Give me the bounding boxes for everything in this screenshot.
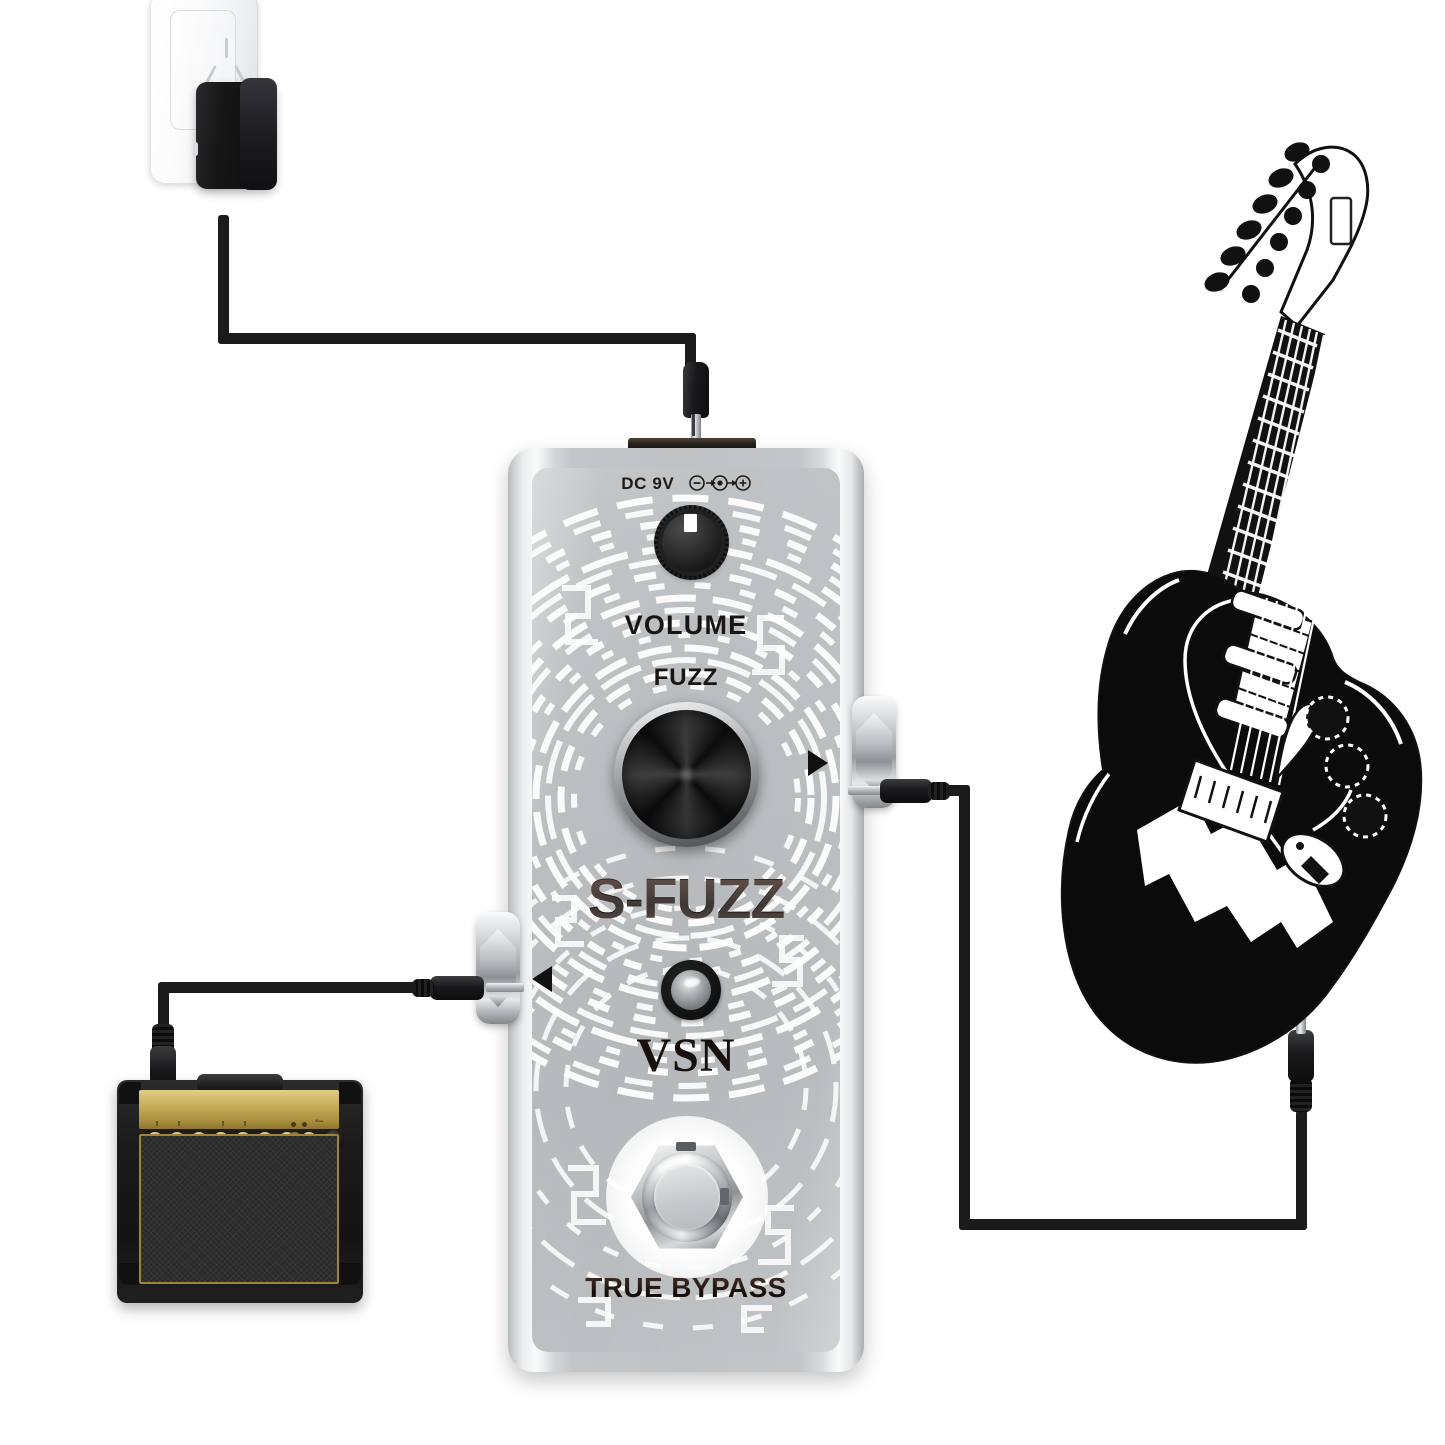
amp-brand-mark: ■▬ <box>315 1118 324 1124</box>
amp-cable-plug-barrel <box>430 976 484 1000</box>
guitar-body <box>1060 569 1423 1064</box>
pedal-dc-socket[interactable] <box>628 438 756 451</box>
footswitch-notch-right <box>720 1188 729 1205</box>
amp-control-panel: ■▬ <box>139 1090 343 1148</box>
guitar-cable-plug-tip <box>848 786 886 795</box>
sub-brand-name: VSN <box>636 1029 736 1082</box>
dc-plug-tip <box>691 414 701 440</box>
amp-cable-strain-relief <box>412 979 434 997</box>
brand-name: S-FUZZ <box>508 866 864 932</box>
guitar-cable-seg-b <box>959 785 970 1230</box>
polarity-icon <box>688 475 751 491</box>
fuzz-label: FUZZ <box>653 664 719 691</box>
power-adapter-notch <box>193 142 198 156</box>
amp-knob-tick <box>149 1121 165 1126</box>
power-adapter-front <box>240 78 277 190</box>
output-jack-nut <box>480 929 516 1007</box>
guitar-headstock <box>1204 142 1370 329</box>
status-led <box>671 970 711 1010</box>
output-arrow-icon <box>532 966 552 992</box>
sfuzz-pedal: DC 9V VOLUME FUZZ <box>476 438 896 1372</box>
output-jack-left[interactable] <box>476 912 520 1024</box>
guitar-cable-seg-c <box>959 1219 1307 1230</box>
guitar-plug-strain-relief <box>1290 1078 1312 1112</box>
wall-outlet-group <box>140 0 340 232</box>
volume-label: VOLUME <box>624 610 748 640</box>
footswitch-button[interactable] <box>654 1164 720 1230</box>
amp-indicator-led-1 <box>291 1122 296 1127</box>
power-cable-drop <box>685 333 696 369</box>
electric-guitar <box>1045 130 1435 1130</box>
guitar-cable-seg-a <box>946 785 970 796</box>
amp-speaker-grille <box>139 1134 339 1284</box>
amp-knob-tick <box>171 1121 187 1126</box>
volume-knob-pointer <box>684 514 697 532</box>
guitar-neck <box>1205 316 1326 608</box>
amp-indicator-led-2 <box>302 1122 307 1127</box>
power-cable-horizontal <box>218 333 696 344</box>
dc-barrel-plug <box>683 356 709 440</box>
guitar-cable-strain-relief <box>928 782 950 800</box>
guitar-cable-plug-barrel <box>880 779 932 803</box>
amp-corner-bottom-left <box>119 1263 141 1285</box>
amp-corner-bottom-right <box>339 1263 361 1285</box>
dc-plug-barrel <box>683 362 709 418</box>
true-bypass-label: TRUE BYPASS <box>508 1272 864 1304</box>
guitar-output-jack <box>1280 832 1346 888</box>
guitar-amplifier: ■▬ <box>117 1064 363 1303</box>
input-jack-nut <box>856 713 892 791</box>
footswitch-notch-top <box>676 1142 696 1151</box>
amp-knob-tick <box>237 1121 253 1126</box>
guitar-illustration <box>1060 142 1423 1064</box>
guitar-cable-seg-d <box>1296 1110 1307 1230</box>
dc-9v-text: DC 9V <box>621 474 675 493</box>
amp-knob-tick <box>215 1121 231 1126</box>
amp-cable-plug-tip <box>486 983 524 992</box>
socket-pin-earth <box>225 38 228 58</box>
fuzz-knob-center <box>678 766 695 783</box>
amp-corner-top-right <box>339 1082 361 1104</box>
dc-9v-label: DC 9V <box>508 474 864 494</box>
power-cable-vertical <box>218 215 229 343</box>
dc-plug-core <box>692 414 695 436</box>
guitar-control-knobs <box>1304 695 1388 839</box>
amp-cable-seg-b <box>158 982 169 1030</box>
amp-cable-seg-a <box>160 982 416 993</box>
amp-corner-top-left <box>119 1082 141 1104</box>
guitar-plug-barrel <box>1288 1030 1314 1082</box>
input-arrow-icon <box>808 750 828 776</box>
amp-handle <box>197 1074 283 1090</box>
